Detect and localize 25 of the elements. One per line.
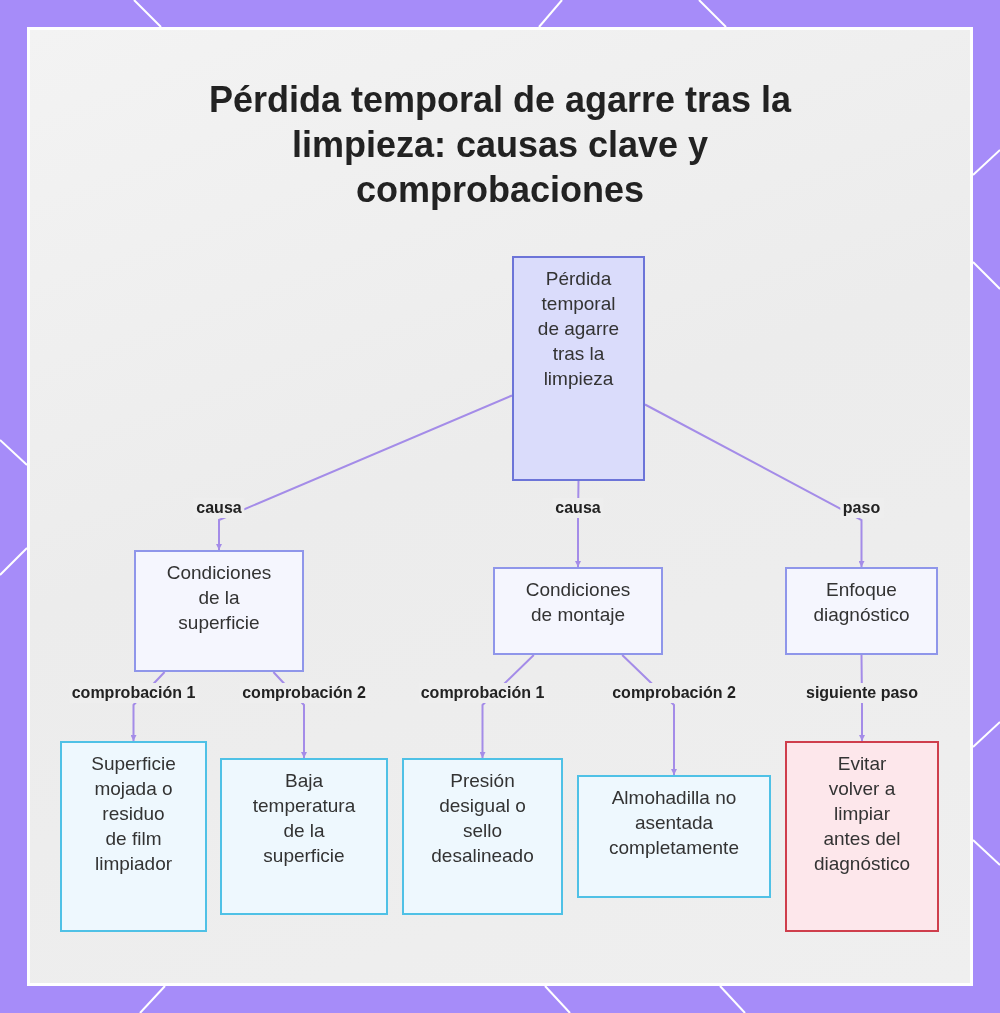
connector-line (644, 403, 865, 568)
node-label: Evitar volver a limpiar antes del diagnóstico (812, 752, 912, 876)
edge-label: siguiente paso (803, 683, 921, 703)
process-box (577, 775, 771, 898)
node-label: Baja temperatura de la superficie (251, 769, 357, 868)
process-box (60, 741, 207, 932)
process-box (785, 741, 939, 932)
node-label: Almohadilla no asentada completamente (608, 786, 740, 860)
process-box (493, 567, 663, 655)
node-label: Presión desigual o sello desalineado (430, 769, 535, 868)
process-box (134, 550, 304, 672)
node-label: Pérdida temporal de agarre tras la limpieza (536, 267, 621, 391)
edge-label: comprobación 2 (239, 683, 369, 703)
connector-line (216, 394, 513, 551)
node-label: Condiciones de la superficie (165, 561, 273, 635)
node-label: Superficie mojada o residuo de film limpiador (90, 752, 177, 876)
edge-label: causa (552, 498, 604, 518)
process-box (220, 758, 388, 915)
process-box (402, 758, 563, 915)
process-box (512, 256, 645, 481)
node-label: Enfoque diagnóstico (812, 578, 911, 627)
edge-label: comprobación 2 (609, 683, 739, 703)
node-label: Condiciones de montaje (524, 578, 632, 627)
process-box (785, 567, 938, 655)
title: Pérdida temporal de agarre tras la limpieza: causas clave y comprobaciones (207, 78, 793, 212)
